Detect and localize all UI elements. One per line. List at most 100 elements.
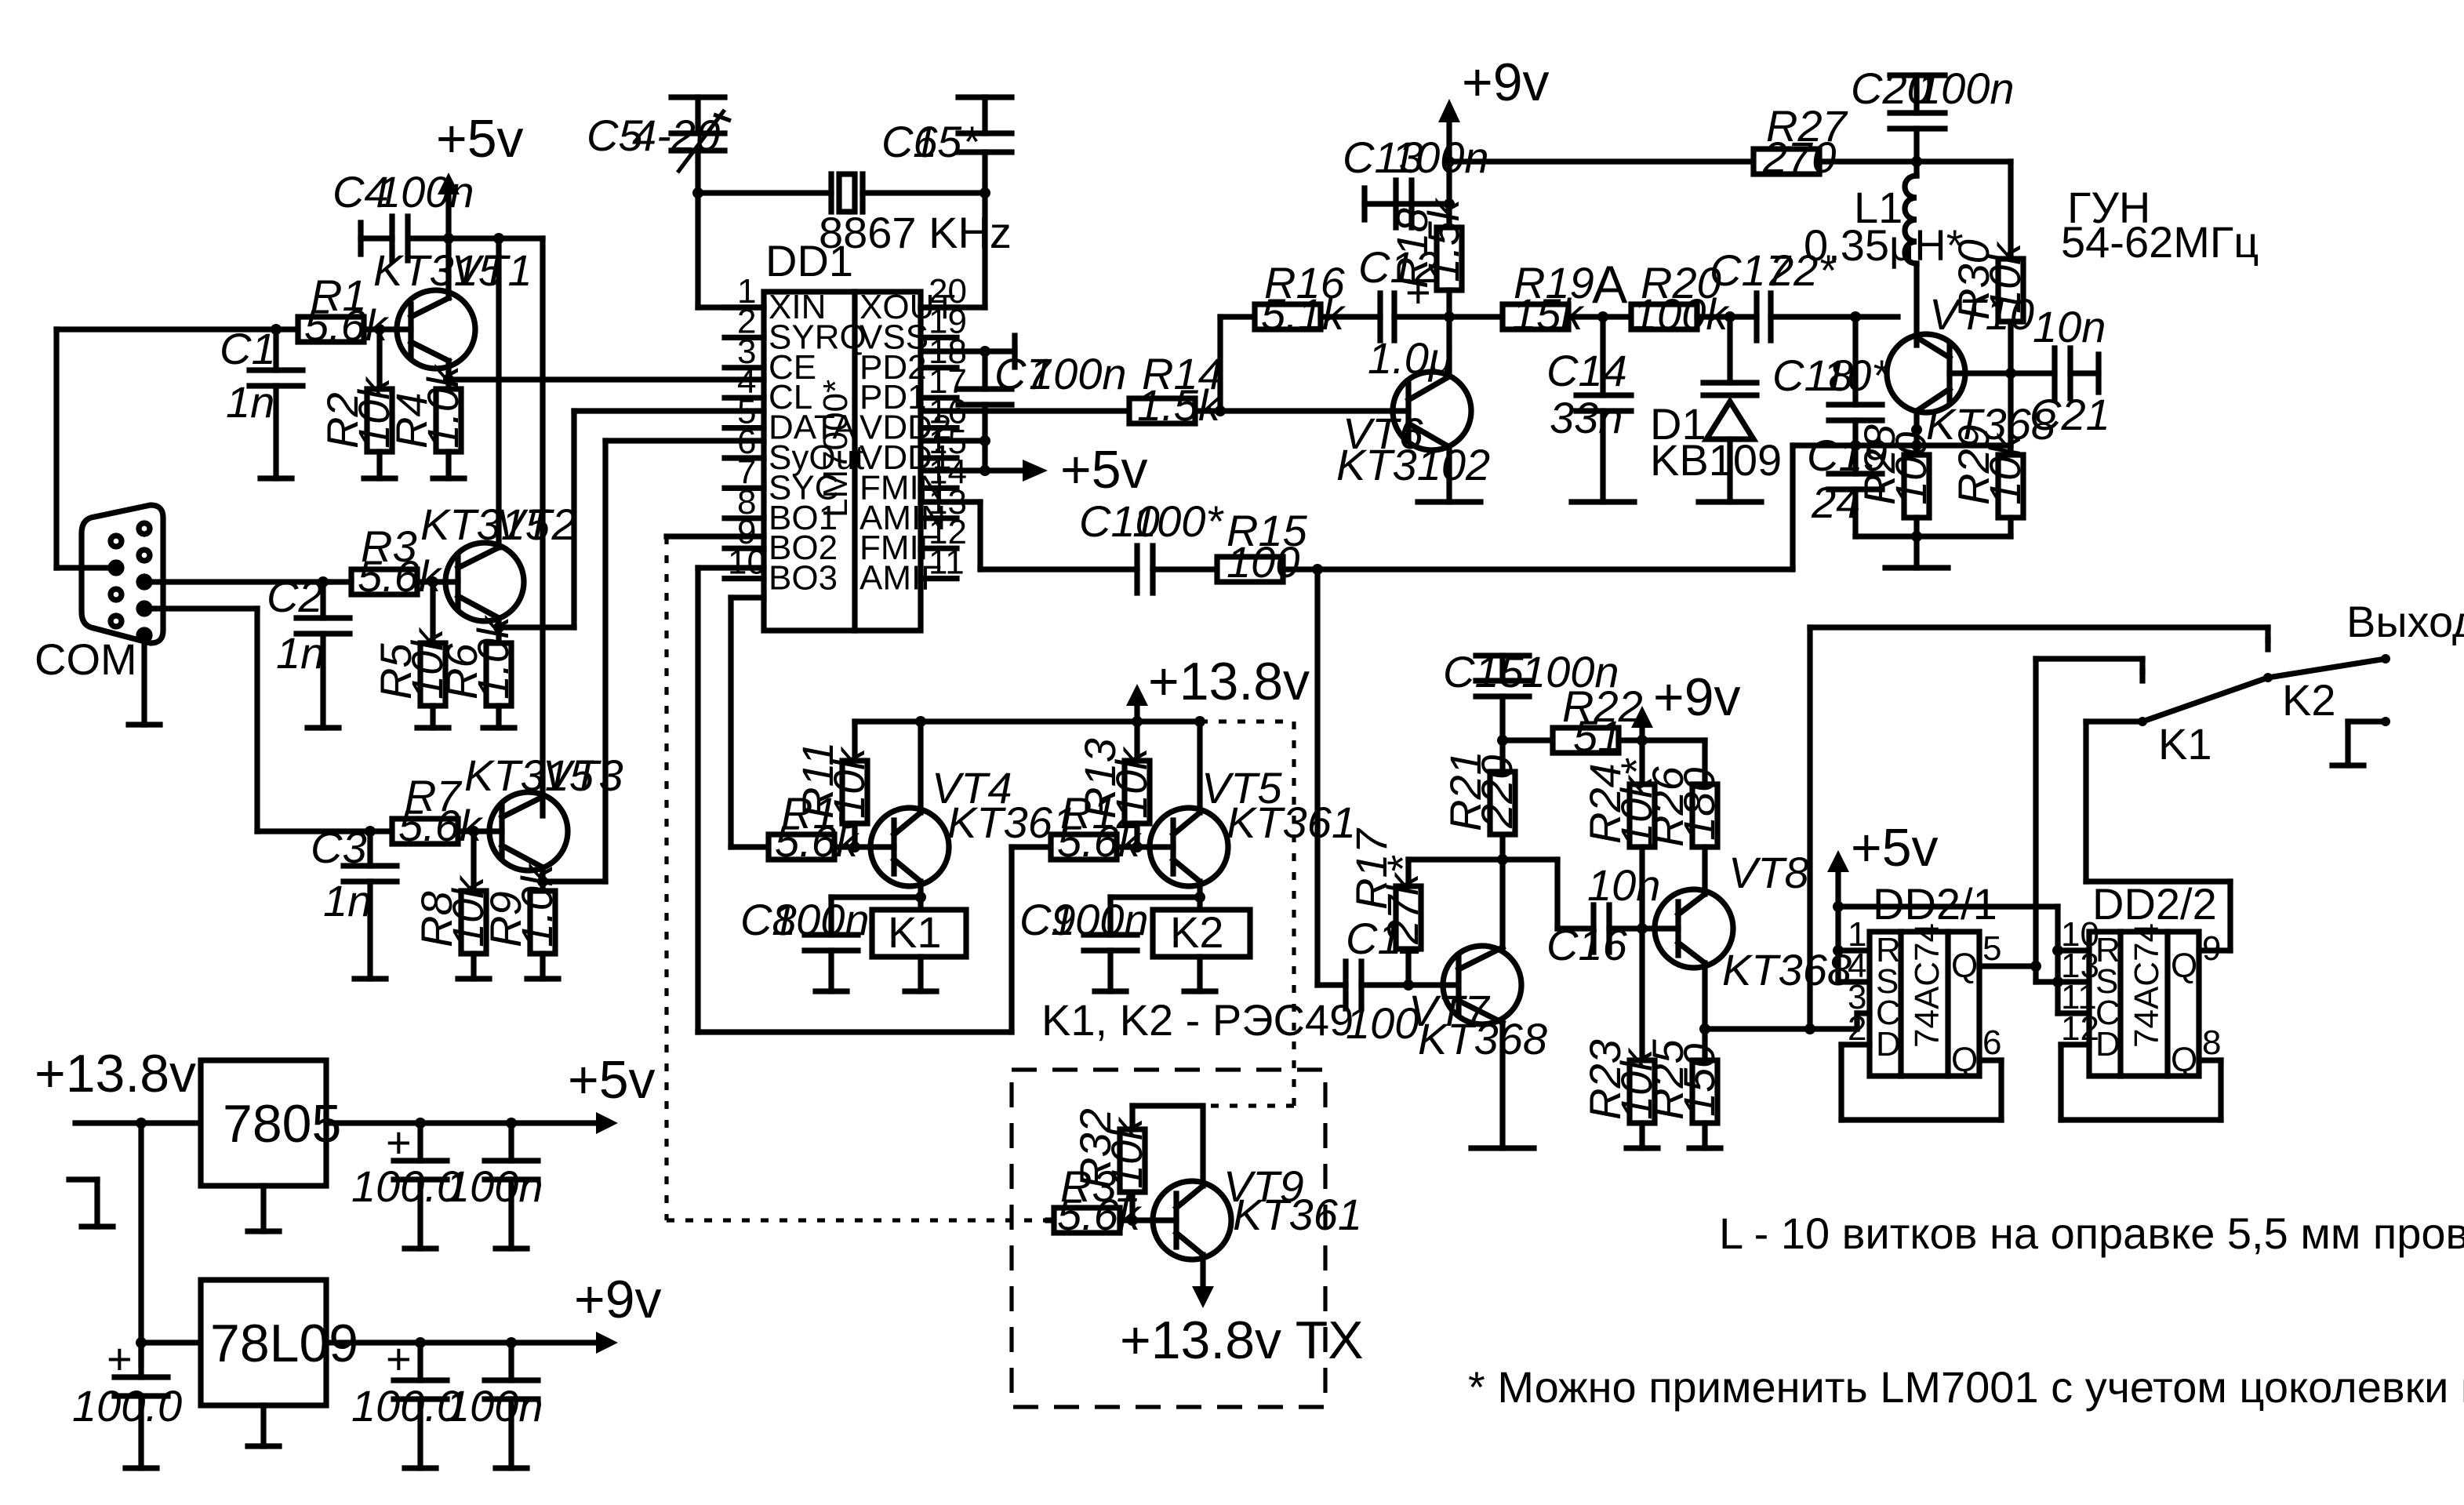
d1-label: D1: [1650, 399, 1706, 449]
c9-label: C9: [1019, 895, 1076, 944]
dd1-pin-name: AMIN: [859, 499, 946, 537]
r27-value: 270: [1762, 133, 1836, 182]
dd2-pin-name: S: [1876, 962, 1899, 1001]
output-label: Выход: [2346, 597, 2464, 646]
tx-label: +13.8v TX: [1120, 1311, 1364, 1370]
vt4: [867, 805, 952, 889]
r21-value: 220: [1472, 755, 1521, 829]
dd1-pin-name: XIN: [769, 288, 826, 326]
dd1-pin-name: VSS: [859, 318, 929, 356]
c3-value: 1n: [323, 876, 372, 925]
c15-label: C15: [1443, 647, 1525, 696]
dd1-plus5: +5v: [1060, 440, 1148, 500]
r28-value: 100: [1886, 432, 1935, 505]
l1-label: L1: [1854, 183, 1903, 232]
r28-label: R28: [1855, 424, 1904, 505]
c13-label: C13: [1343, 133, 1423, 182]
c9-value: 100n: [1051, 895, 1149, 944]
dd1-pin-name: PD2: [859, 348, 927, 387]
r14-label: R14: [1142, 349, 1223, 398]
dd2-pin-num: 11: [2061, 978, 2097, 1016]
dd1-pin-name: FMIF: [859, 529, 940, 567]
r3-value: 5.6k: [358, 551, 443, 601]
dd2-pin-num: 12: [2061, 1009, 2099, 1048]
k1-coil-label: K1: [888, 907, 942, 957]
pll-filter: R14 1.5k R16 5.1k C12 + 1.0μ VT6 KT3102 …: [1126, 53, 1901, 505]
crystal-section: 8867 KHz C5 4-20 C6 15*: [587, 94, 1015, 311]
r19-label: R19: [1514, 258, 1594, 307]
dd2-pin-num: 3: [1848, 978, 1866, 1016]
r15-value: 100: [1227, 537, 1299, 587]
c16-label: C16: [1546, 920, 1628, 969]
r11-label: R11: [793, 741, 842, 819]
note-lm7001: * Можно применить LM7001 с учетом цоколе…: [1468, 1362, 2464, 1412]
r21-label: R21: [1441, 751, 1490, 831]
r11-value: 10k: [824, 746, 874, 819]
c11-value: 100: [1346, 998, 1419, 1048]
c8-label: C8: [740, 895, 797, 944]
r11: [839, 758, 870, 827]
vt9: [1150, 1178, 1234, 1263]
c1-value: 1n: [226, 377, 274, 427]
r26-label: R26: [1643, 765, 1692, 847]
r6: [483, 640, 514, 709]
c10-value: 100*: [1132, 496, 1224, 546]
l1-value: 0.35μH*: [1804, 220, 1964, 270]
r8-value: 10k: [443, 874, 492, 947]
vt8-type: KT368: [1722, 945, 1852, 994]
vt6: [1390, 369, 1474, 453]
dd1-label: DD1: [765, 236, 853, 285]
c1-label: C1: [220, 324, 276, 373]
dd1-pin-num: 1: [737, 272, 756, 311]
dd1-pin-num: 8: [737, 483, 756, 522]
l1: [1902, 173, 1920, 267]
band-switch: +13.8v R10 5.6k R11 10k VT4 KT361 K1 C8 …: [663, 533, 1356, 1223]
com-connector[interactable]: [78, 502, 166, 646]
divider: +5v DD2/1 74AC74 DD2/2 74AC74 1432101311…: [1804, 624, 2271, 1123]
r24-value: 10k*: [1612, 758, 1661, 847]
dd2-pin-name: C: [2095, 994, 2121, 1032]
r22-label: R22: [1562, 682, 1643, 731]
k2-contact-label: K2: [2282, 675, 2336, 725]
r25-label: R25: [1643, 1038, 1692, 1120]
svg-text:+: +: [386, 1334, 412, 1383]
c18-value: 10*: [1823, 351, 1890, 400]
dd2-pin-name: D: [1876, 1025, 1901, 1063]
r8-label: R8: [412, 891, 461, 947]
vt7-type: KT368: [1418, 1014, 1547, 1063]
vt2: [442, 540, 527, 624]
c15-value: 100n: [1521, 647, 1619, 696]
vt8: [1652, 886, 1736, 971]
r23-label: R23: [1580, 1039, 1630, 1120]
r22-value: 51: [1573, 711, 1622, 761]
dd1-pin-name: BO1: [769, 499, 838, 537]
r31-value: 5.6k: [1057, 1190, 1143, 1239]
dd1-pin-name: SYRQ: [769, 318, 867, 356]
c4-value: 100n: [376, 167, 474, 216]
psu-plus5: +5v: [568, 1050, 656, 1110]
r24: [1626, 781, 1658, 850]
dd22-type: 74AC74: [2128, 923, 2166, 1048]
r2-value: 10k: [349, 376, 398, 449]
fmin-coupling: C10 100* R15 100: [1079, 496, 1796, 988]
vt3: [486, 789, 571, 874]
r30-value: 10k: [1980, 241, 2030, 314]
crystal: [836, 171, 858, 215]
vco-freq: 54-62МГц: [2061, 217, 2259, 267]
r5: [417, 640, 449, 709]
r5-label: R5: [371, 643, 420, 700]
vt5-label: VT5: [1201, 763, 1283, 812]
c100n-a: 100n: [445, 1161, 543, 1211]
dd2-pin-name: D: [2095, 1025, 2121, 1063]
dd2-plus5: +5v: [1851, 818, 1939, 878]
psu-input: +13.8v: [35, 1044, 196, 1103]
dd2-2: [2086, 929, 2202, 1079]
r32-label: R32: [1070, 1108, 1120, 1189]
dd2-pin-name: C: [1876, 994, 1901, 1032]
c100-a: 100.0: [351, 1161, 461, 1211]
c18-label: C18: [1772, 351, 1853, 400]
c21-value: 10n: [2033, 302, 2106, 351]
